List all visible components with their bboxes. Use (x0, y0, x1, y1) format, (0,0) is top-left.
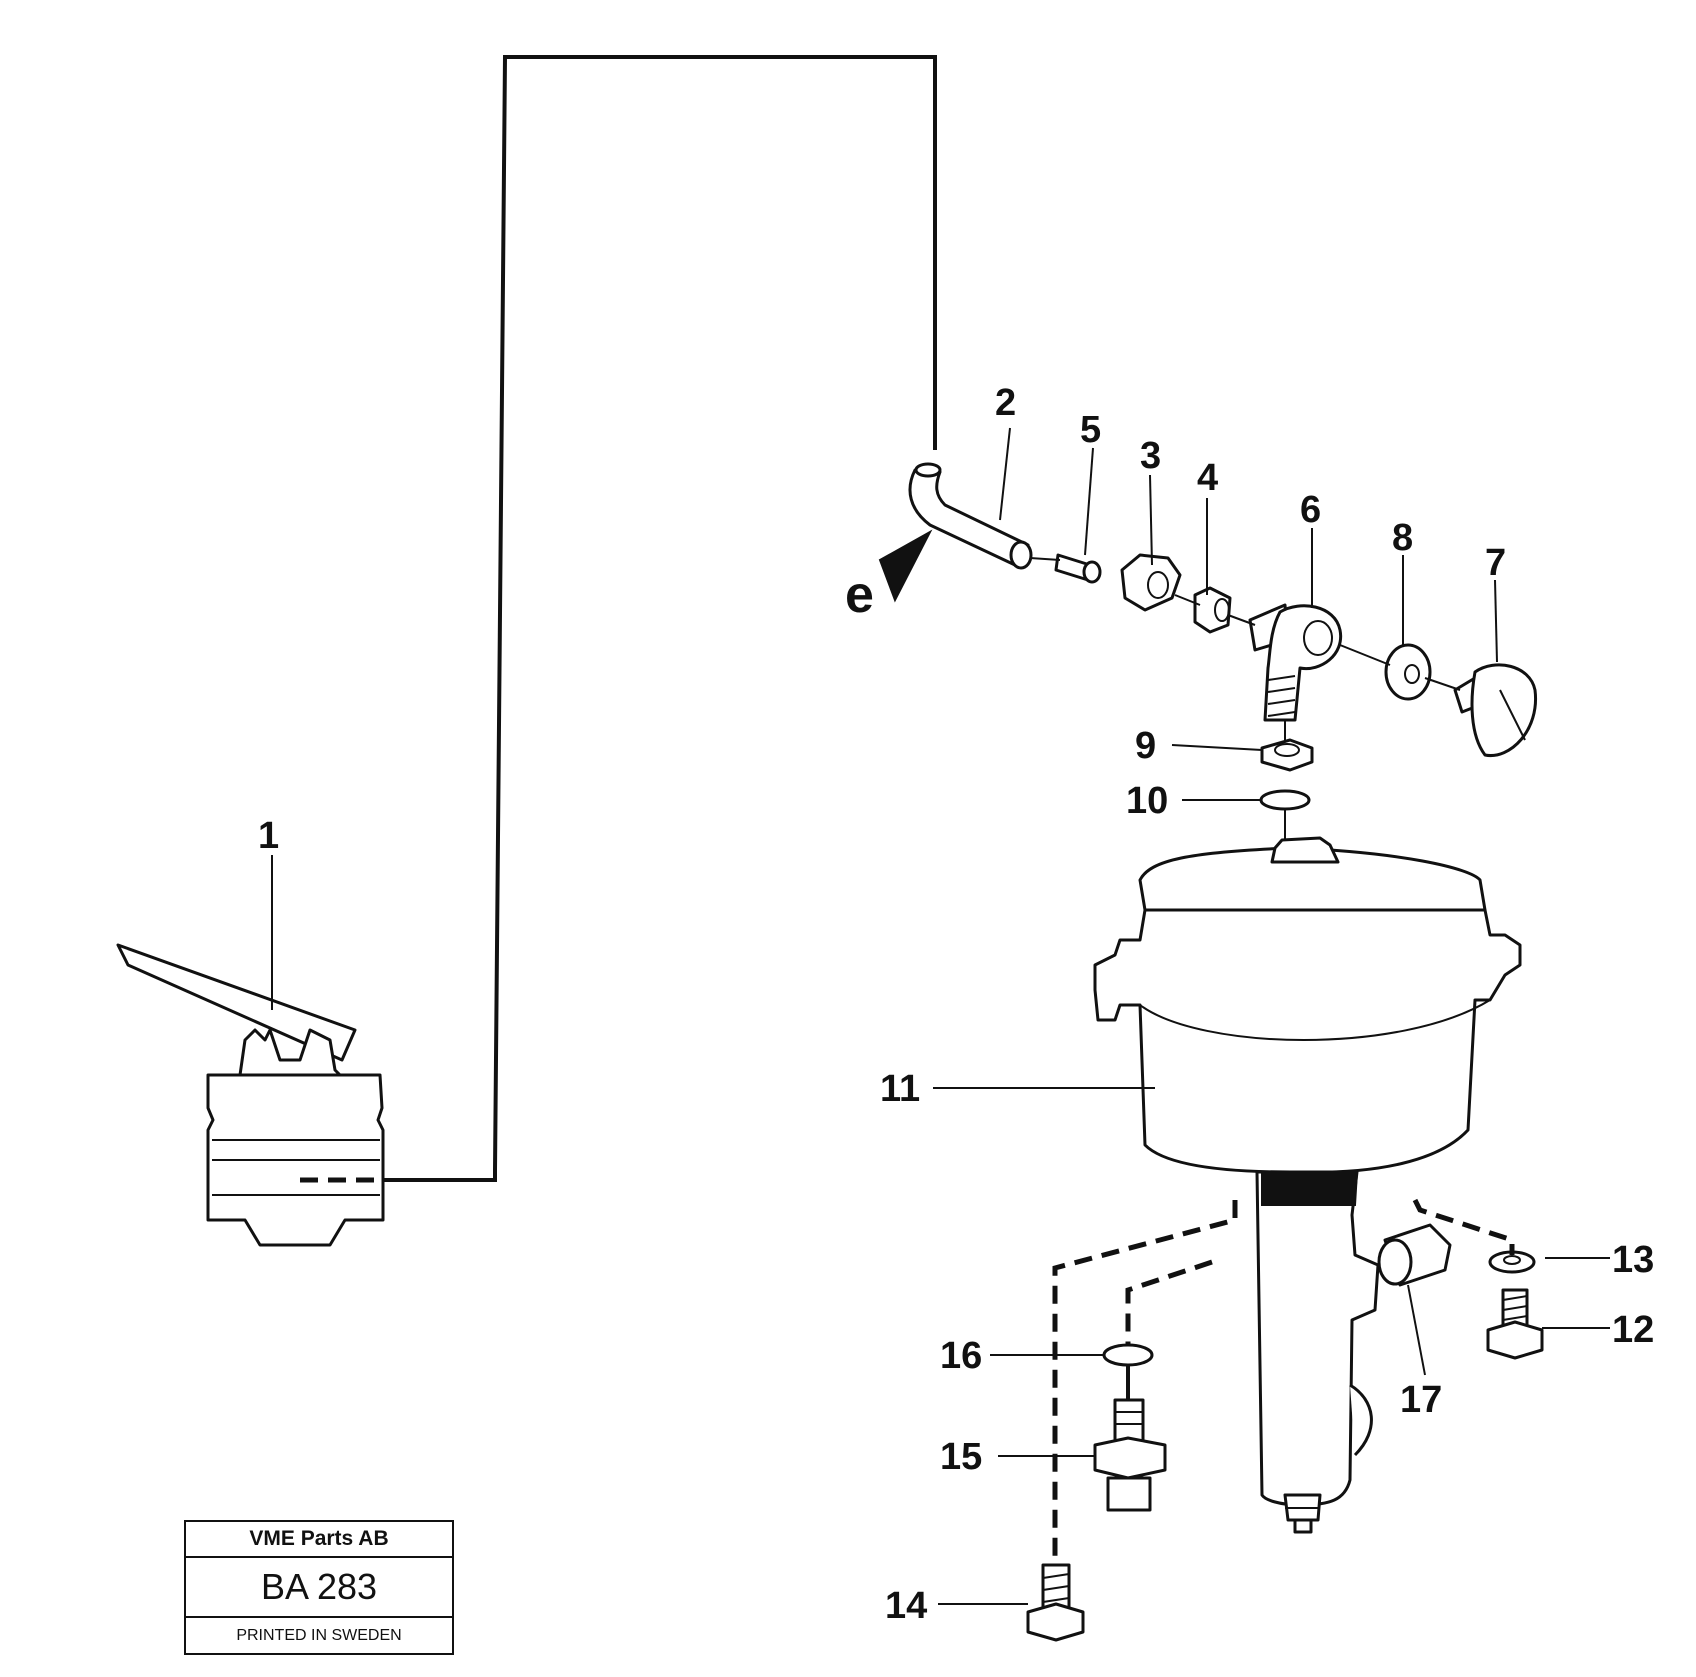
company-name: VME Parts AB (186, 1522, 452, 1558)
callout-2: 2 (995, 382, 1016, 424)
callout-17: 17 (1400, 1379, 1442, 1421)
callout-10: 10 (1126, 780, 1168, 822)
part-16-washer (1102, 1343, 1154, 1367)
callout-13: 13 (1612, 1239, 1654, 1281)
part-9-nut (1260, 738, 1314, 772)
callout-16: 16 (940, 1335, 982, 1377)
flow-arrow (878, 529, 933, 603)
callout-6: 6 (1300, 489, 1321, 531)
callout-9: 9 (1135, 725, 1156, 767)
part-6-banjo-connector (1248, 603, 1343, 722)
part-17-plug (1377, 1223, 1452, 1287)
part-11-brake-cylinder (1093, 836, 1522, 1534)
callout-4: 4 (1197, 457, 1218, 499)
callout-1: 1 (258, 815, 279, 857)
callout-3: 3 (1140, 435, 1161, 477)
part-12-bolt (1486, 1288, 1544, 1360)
callout-5: 5 (1080, 409, 1101, 451)
callout-14: 14 (885, 1585, 927, 1627)
part-7-banjo-bolt (1453, 663, 1538, 758)
part-1-foot-valve (116, 943, 385, 1247)
part-2-hose (908, 462, 1033, 570)
part-10-o-ring (1259, 789, 1311, 811)
title-block: VME Parts AB BA 283 PRINTED IN SWEDEN (184, 1520, 454, 1655)
callout-8: 8 (1392, 517, 1413, 559)
assembly-lines (1052, 1198, 1515, 1560)
leader-lines (271, 427, 1610, 1605)
part-8-washer (1384, 643, 1432, 701)
callout-7: 7 (1485, 542, 1506, 584)
air-line (375, 55, 937, 1182)
callout-15: 15 (940, 1436, 982, 1478)
part-5-nipple (1054, 553, 1102, 584)
diagram-code: BA 283 (186, 1558, 452, 1618)
part-4-sleeve (1193, 586, 1232, 634)
flow-arrow-label: e (845, 566, 874, 624)
callout-11: 11 (880, 1068, 920, 1110)
callout-12: 12 (1612, 1309, 1654, 1351)
printed-note: PRINTED IN SWEDEN (236, 1626, 402, 1644)
part-3-nut (1120, 553, 1182, 612)
part-15-sensor (1093, 1365, 1167, 1512)
part-14-bolt (1026, 1563, 1085, 1642)
